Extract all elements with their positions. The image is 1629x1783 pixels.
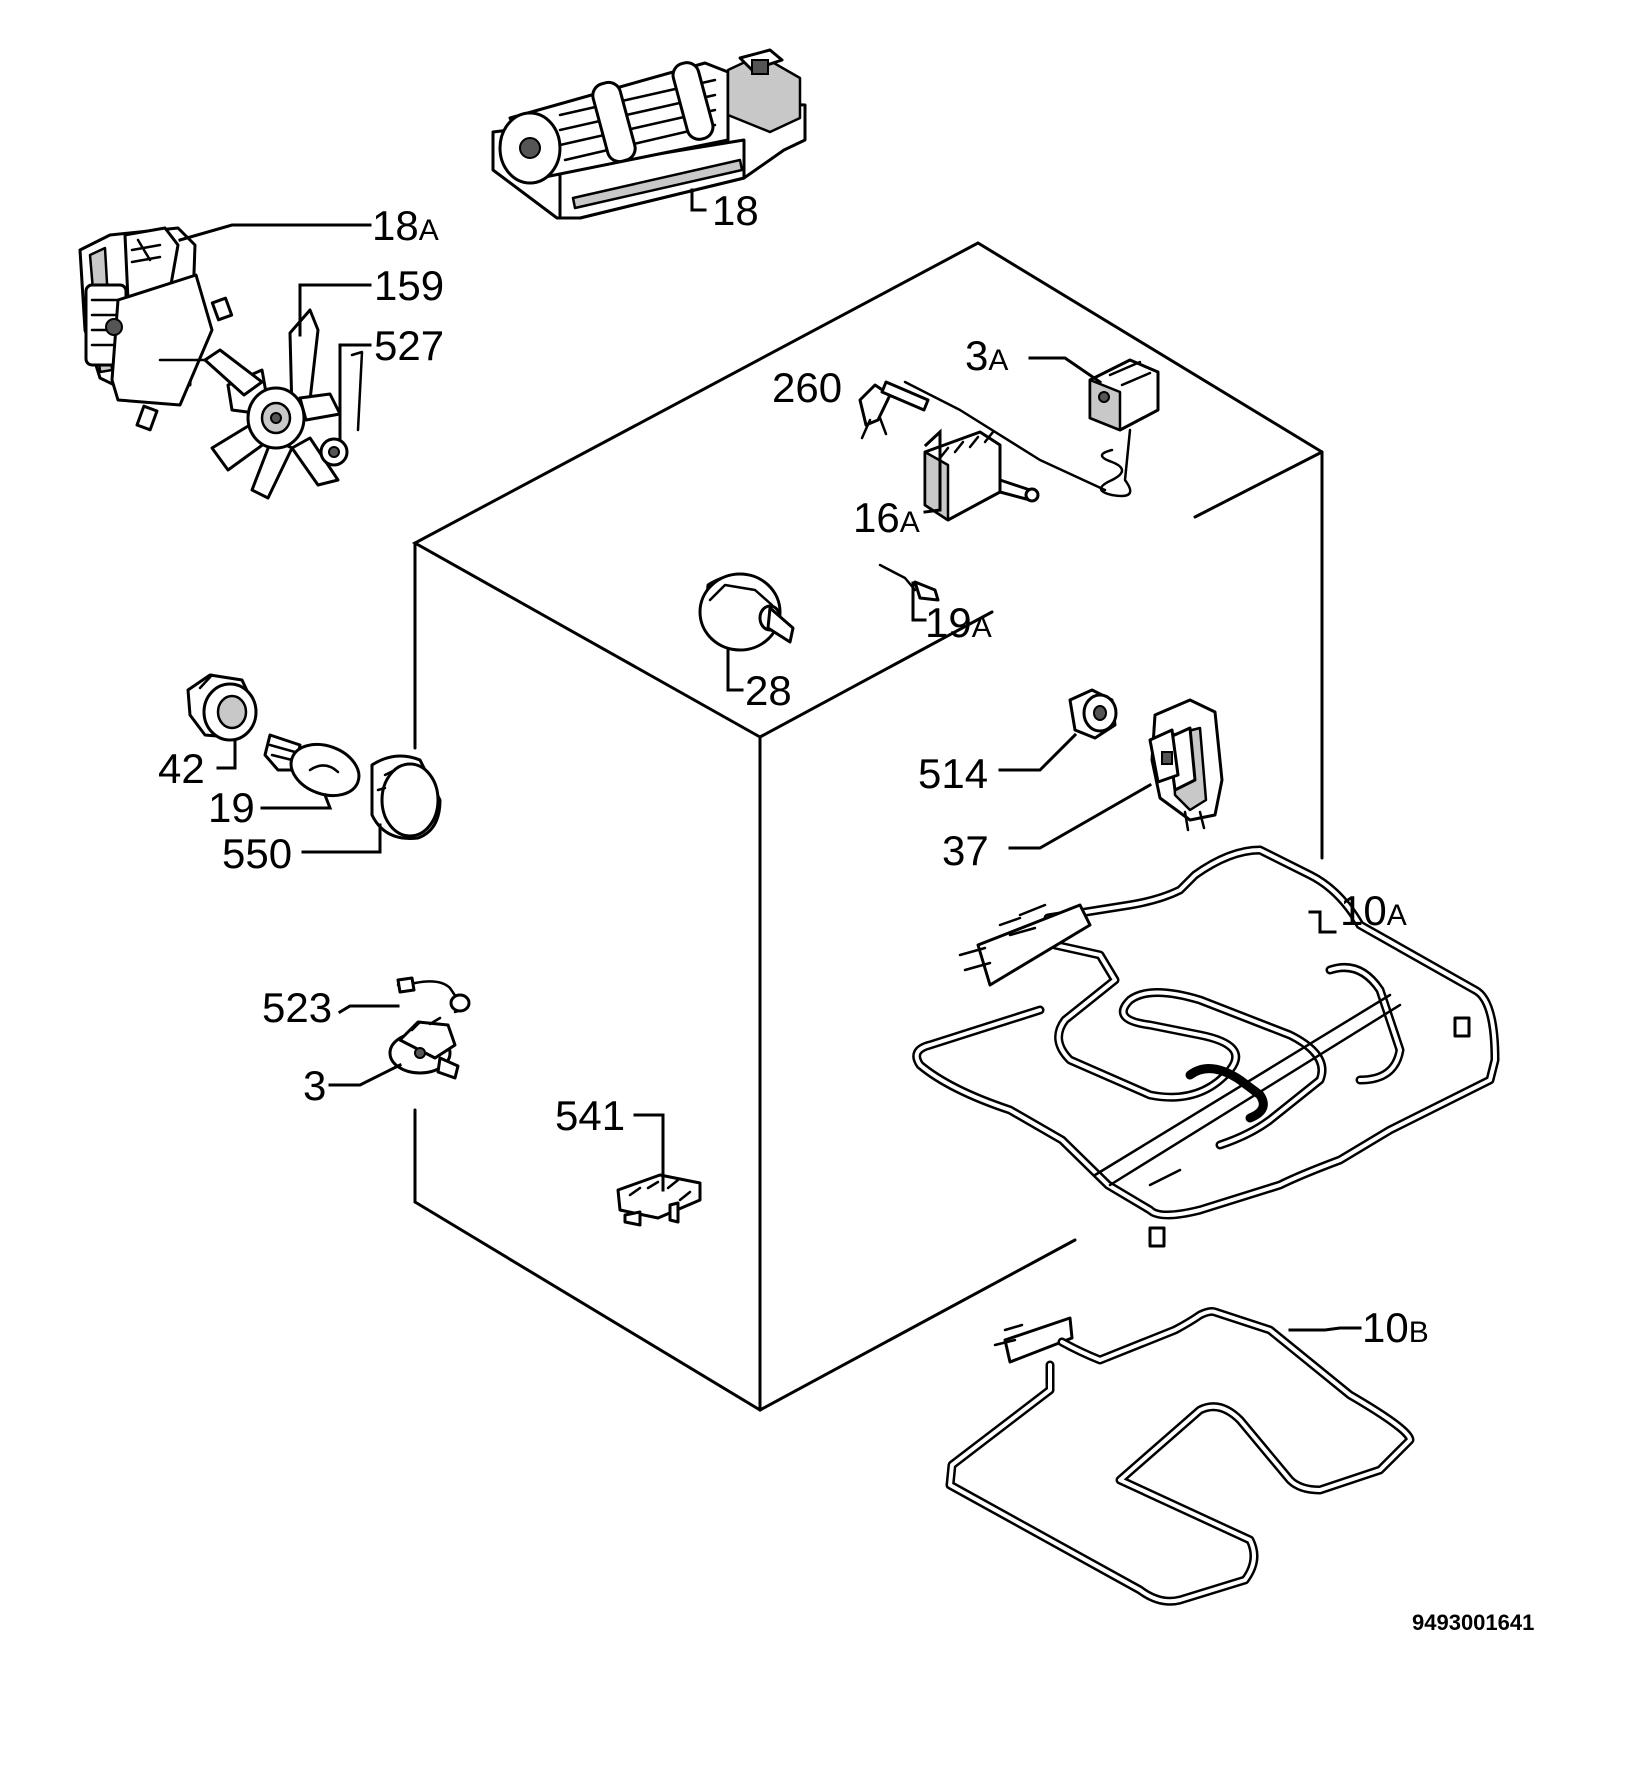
callout-37: 37 bbox=[942, 827, 989, 874]
fan-impeller bbox=[203, 308, 342, 500]
selector-switch bbox=[923, 430, 1040, 522]
oven-cabinet-outline bbox=[411, 241, 1324, 1412]
callout-10b: 10B bbox=[1362, 1304, 1429, 1351]
thermostat bbox=[903, 358, 1160, 498]
callout-19a: 19A bbox=[925, 599, 992, 646]
timer-knob-shaft bbox=[698, 572, 795, 652]
lamp-glass-cover bbox=[370, 754, 442, 841]
callout-550: 550 bbox=[222, 830, 292, 877]
callout-159: 159 bbox=[374, 262, 444, 309]
callout-labels: 18 18A 159 527 3A 260 16A 19A 28 42 19 5… bbox=[158, 187, 1429, 1351]
callout-3a: 3A bbox=[965, 332, 1008, 379]
cable-grommet bbox=[1068, 688, 1118, 740]
oven-lamp bbox=[263, 733, 361, 798]
callout-42: 42 bbox=[158, 745, 205, 792]
document-number: 9493001641 bbox=[1412, 1610, 1534, 1635]
capillary-clip bbox=[858, 380, 930, 440]
callout-527: 527 bbox=[374, 322, 444, 369]
connector-terminal bbox=[616, 1173, 702, 1227]
callout-260: 260 bbox=[772, 364, 842, 411]
terminal-block bbox=[1148, 698, 1224, 832]
thermal-cutout-wire bbox=[396, 976, 471, 1014]
indicator-lamp bbox=[878, 563, 940, 602]
bottom-heating-element bbox=[945, 1306, 1415, 1606]
callout-19: 19 bbox=[208, 784, 255, 831]
callout-514: 514 bbox=[918, 750, 988, 797]
fan-motor bbox=[78, 226, 234, 432]
callout-18a: 18A bbox=[372, 202, 439, 249]
callout-3: 3 bbox=[303, 1062, 326, 1109]
callout-16a: 16A bbox=[853, 494, 920, 541]
callout-28: 28 bbox=[745, 667, 792, 714]
callout-18: 18 bbox=[712, 187, 759, 234]
lamp-holder bbox=[186, 673, 258, 742]
leader-lines bbox=[178, 188, 1362, 1332]
tangential-fan bbox=[491, 48, 807, 220]
callout-523: 523 bbox=[262, 984, 332, 1031]
callout-541: 541 bbox=[555, 1092, 625, 1139]
fan-nut bbox=[319, 350, 364, 467]
callout-10a: 10A bbox=[1340, 887, 1407, 934]
grill-heating-element bbox=[912, 845, 1500, 1248]
safety-thermostat bbox=[388, 1016, 460, 1080]
